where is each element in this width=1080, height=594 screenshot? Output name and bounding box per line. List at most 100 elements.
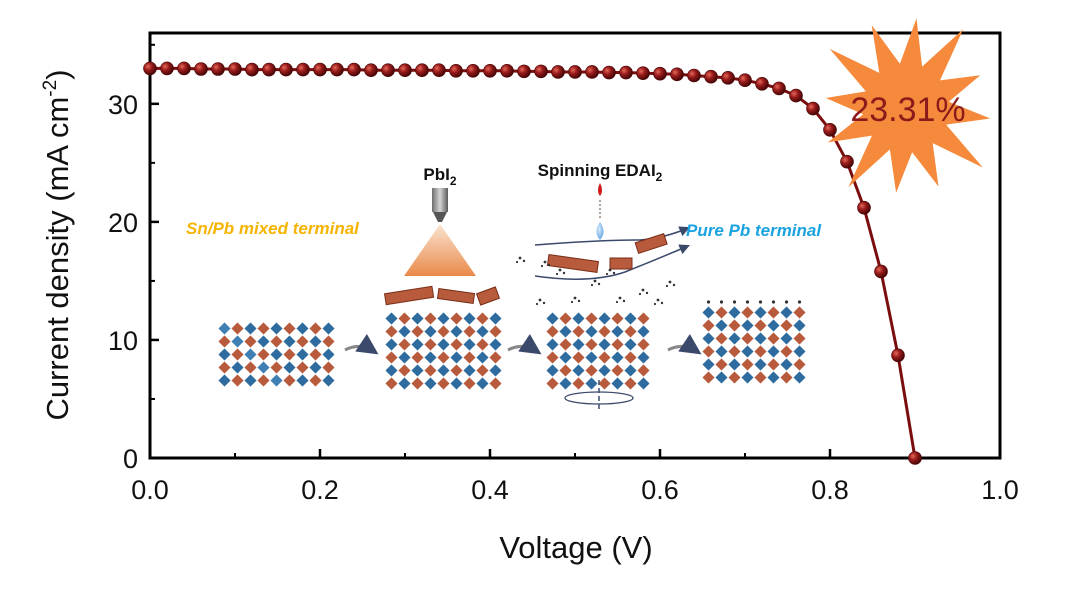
data-point — [755, 76, 769, 91]
octahedron — [256, 321, 271, 336]
edai-molecule — [590, 283, 594, 287]
octahedron — [436, 311, 451, 326]
edai-molecule — [618, 296, 622, 300]
octahedron — [779, 305, 794, 320]
octahedron — [449, 350, 464, 365]
octahedron — [243, 334, 258, 349]
octahedron — [230, 347, 245, 362]
octahedron — [753, 305, 768, 320]
octahedron — [397, 376, 412, 391]
edai-molecule — [538, 298, 542, 302]
octahedron — [597, 376, 612, 391]
octahedron — [545, 376, 560, 391]
data-point — [364, 63, 378, 77]
octahedron — [410, 350, 425, 365]
octahedron — [623, 376, 638, 391]
y-tick-label: 10 — [108, 326, 138, 356]
octahedron — [475, 376, 490, 391]
edai-molecule — [656, 298, 660, 302]
octahedron — [462, 311, 477, 326]
octahedron — [701, 318, 716, 333]
octahedron — [792, 370, 807, 385]
octahedron — [727, 331, 742, 346]
octahedron — [423, 311, 438, 326]
octahedron — [230, 360, 245, 375]
step-arrow-2 — [507, 333, 542, 355]
data-point — [466, 63, 480, 78]
edai-molecule — [535, 302, 539, 306]
octahedron — [462, 376, 477, 391]
edai-molecule — [615, 300, 619, 304]
data-point — [857, 200, 871, 215]
octahedron — [230, 373, 245, 388]
octahedron — [488, 324, 503, 339]
octahedron — [410, 363, 425, 378]
octahedron — [584, 350, 599, 365]
edai-molecule — [593, 279, 597, 283]
octahedron — [779, 357, 794, 372]
data-point — [636, 66, 650, 80]
octahedron — [282, 321, 297, 336]
octahedron — [714, 370, 729, 385]
nozzle-icon — [432, 188, 448, 222]
octahedron — [792, 344, 807, 359]
octahedron — [714, 318, 729, 333]
octahedron — [727, 357, 742, 372]
octahedron — [410, 311, 425, 326]
octahedron — [449, 311, 464, 326]
octahedron — [584, 311, 599, 326]
edai-molecule — [555, 272, 559, 276]
pipette-drop-icon — [596, 183, 604, 240]
octahedron — [623, 350, 638, 365]
octahedron — [766, 370, 781, 385]
octahedron — [584, 324, 599, 339]
octahedron — [295, 373, 310, 388]
octahedron — [384, 311, 399, 326]
edai-molecule — [573, 296, 577, 300]
octahedron — [779, 370, 794, 385]
data-point — [619, 65, 633, 80]
surface-molecule — [797, 300, 802, 304]
octahedron — [545, 350, 560, 365]
octahedron — [753, 344, 768, 359]
octahedron — [597, 337, 612, 352]
octahedron — [295, 334, 310, 349]
data-point — [891, 348, 905, 363]
octahedron — [610, 337, 625, 352]
pbi2-label: PbI2 — [423, 165, 456, 188]
x-tick-label: 0.8 — [811, 475, 849, 505]
octahedron — [571, 363, 586, 378]
data-point — [279, 62, 293, 77]
octahedron — [488, 363, 503, 378]
octahedron — [584, 363, 599, 378]
data-point — [398, 63, 412, 77]
snpb-terminal-label: Sn/Pb mixed terminal — [186, 219, 360, 238]
octahedron — [636, 311, 651, 326]
octahedron — [256, 334, 271, 349]
edai-molecule — [622, 299, 626, 303]
surface-molecule — [784, 300, 789, 304]
octahedron — [475, 337, 490, 352]
data-point — [585, 65, 599, 79]
octahedron — [779, 318, 794, 333]
octahedron — [727, 318, 742, 333]
octahedron — [282, 373, 297, 388]
octahedron — [792, 305, 807, 320]
octahedron — [740, 318, 755, 333]
data-point — [483, 63, 497, 78]
octahedron — [308, 347, 323, 362]
octahedron — [410, 376, 425, 391]
octahedron — [488, 376, 503, 391]
edai-molecules — [515, 256, 676, 306]
crystal-block-snpb — [217, 321, 336, 388]
octahedron — [308, 360, 323, 375]
octahedron — [384, 337, 399, 352]
edai-molecule — [645, 291, 649, 295]
octahedron — [558, 363, 573, 378]
data-point — [143, 61, 157, 76]
data-point — [381, 63, 395, 77]
data-point — [806, 101, 820, 116]
octahedron — [423, 337, 438, 352]
octahedron — [545, 311, 560, 326]
